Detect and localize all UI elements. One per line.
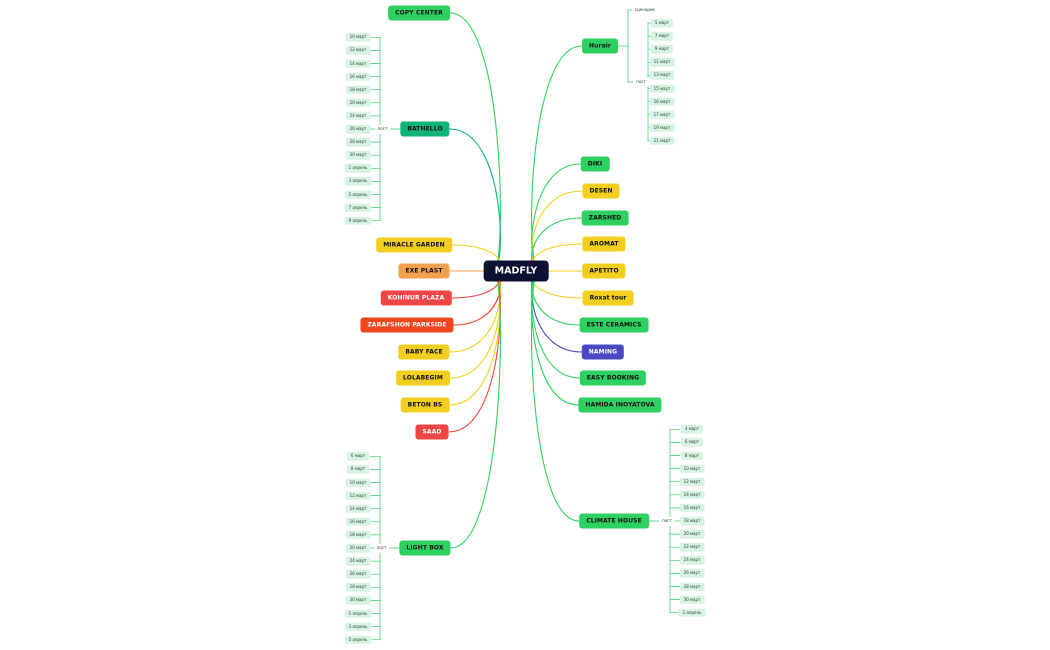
- date-leaf[interactable]: 30 март: [679, 595, 705, 604]
- date-leaf[interactable]: 8 март: [680, 451, 704, 460]
- date-leaf[interactable]: 14 март: [345, 504, 371, 513]
- branch-easy-booking[interactable]: EASY BOOKING: [579, 370, 647, 386]
- connector-line: [530, 270, 580, 406]
- date-leaf[interactable]: 18 март: [345, 530, 371, 540]
- date-leaf[interactable]: 20 март: [345, 98, 371, 108]
- date-leaf[interactable]: 14 март: [679, 490, 705, 500]
- date-leaf[interactable]: 12 март: [679, 477, 705, 486]
- branch-zarshed[interactable]: ZARSHED: [581, 210, 629, 226]
- date-leaf[interactable]: 18 март: [679, 516, 705, 526]
- branch-saad[interactable]: SAAD: [415, 424, 449, 440]
- date-leaf[interactable]: 5 апрель: [344, 190, 372, 199]
- connector-line: [531, 190, 584, 272]
- branch-baby-face[interactable]: BABY FACE: [398, 344, 450, 360]
- date-leaf[interactable]: 19 март: [649, 123, 675, 133]
- branch-diki[interactable]: DIKI: [580, 156, 610, 172]
- date-leaf[interactable]: 16 март: [345, 72, 371, 81]
- date-leaf[interactable]: 21 март: [649, 136, 675, 146]
- date-leaf[interactable]: 11 март: [649, 58, 675, 67]
- connector-line: [448, 270, 501, 353]
- date-leaf[interactable]: 12 март: [345, 46, 371, 55]
- branch-naming[interactable]: NAMING: [581, 344, 625, 360]
- date-leaf[interactable]: 24 март: [345, 111, 371, 121]
- date-leaf[interactable]: 5 апрель: [344, 635, 372, 644]
- date-leaf[interactable]: 18 март: [345, 85, 371, 94]
- date-leaf[interactable]: 26 март: [345, 569, 371, 579]
- branch-light-box[interactable]: LIGHT BOX: [399, 540, 451, 556]
- connector-line: [531, 270, 583, 353]
- branch-kohinur-plaza[interactable]: KOHINUR PLAZA: [380, 290, 452, 306]
- date-leaf[interactable]: 9 апрель: [344, 216, 372, 225]
- date-leaf[interactable]: 7 март: [650, 31, 674, 41]
- date-leaf[interactable]: 30 март: [345, 596, 371, 605]
- post-label[interactable]: пост: [373, 543, 390, 553]
- connector-line: [448, 270, 501, 406]
- branch-aromat[interactable]: AROMAT: [582, 236, 626, 252]
- branch-desen[interactable]: DESEN: [582, 183, 620, 199]
- connector-line: [531, 163, 582, 272]
- branch-climate-house[interactable]: CLIMATE HOUSE: [579, 513, 649, 529]
- date-leaf[interactable]: 10 март: [345, 478, 371, 487]
- date-leaf[interactable]: 20 март: [345, 543, 371, 553]
- date-leaf[interactable]: 22 март: [679, 542, 705, 552]
- branch-exe-plast[interactable]: EXE PLAST: [398, 263, 450, 279]
- date-leaf[interactable]: 20 март: [679, 529, 705, 539]
- post-label[interactable]: пост: [374, 124, 391, 134]
- date-leaf[interactable]: 28 март: [345, 137, 371, 147]
- date-leaf[interactable]: 1 апрель: [344, 609, 372, 618]
- branch-este-ceramics[interactable]: ESTE CERAMICS: [579, 317, 649, 333]
- date-leaf[interactable]: 16 март: [679, 503, 705, 513]
- branch-copy-center[interactable]: COPY CENTER: [388, 5, 450, 21]
- date-leaf[interactable]: 3 апрель: [344, 622, 372, 631]
- date-leaf[interactable]: 6 март: [680, 438, 704, 447]
- date-leaf[interactable]: 5 март: [650, 18, 674, 28]
- branch-hurair[interactable]: Hurair: [582, 38, 618, 54]
- date-leaf[interactable]: 1 апрель: [678, 608, 706, 617]
- branch-lolabegim[interactable]: LOLABEGIM: [396, 370, 450, 386]
- date-leaf[interactable]: 16 март: [345, 517, 371, 527]
- date-leaf[interactable]: 16 март: [649, 97, 675, 106]
- date-leaf[interactable]: 17 март: [649, 110, 675, 119]
- connector-line: [531, 45, 583, 272]
- date-leaf[interactable]: 4 март: [680, 425, 704, 434]
- connector-line: [448, 128, 501, 272]
- branch-roxat-tour[interactable]: Roxat tour: [582, 290, 634, 306]
- connector-line: [530, 270, 580, 522]
- date-leaf[interactable]: 8 март: [346, 465, 370, 474]
- date-leaf[interactable]: 28 март: [345, 583, 371, 592]
- date-leaf[interactable]: 15 март: [649, 84, 675, 93]
- date-leaf[interactable]: 14 март: [345, 59, 371, 68]
- branch-miracle-garden[interactable]: MIRACLE GARDEN: [376, 237, 452, 253]
- date-leaf[interactable]: 13 март: [649, 71, 675, 80]
- center-node-madfly[interactable]: MADFLY: [483, 260, 549, 282]
- branch-batello[interactable]: BATHELLO: [400, 121, 450, 137]
- date-leaf[interactable]: 30 март: [345, 150, 371, 160]
- date-leaf[interactable]: 7 апрель: [344, 203, 372, 212]
- date-leaf[interactable]: 26 март: [679, 569, 705, 578]
- branch-apetito[interactable]: APETITO: [582, 263, 626, 279]
- connector-line: [449, 270, 501, 549]
- date-leaf[interactable]: 24 март: [679, 556, 705, 565]
- date-leaf[interactable]: 24 март: [345, 556, 371, 566]
- date-leaf[interactable]: 9 март: [650, 44, 674, 54]
- date-leaf[interactable]: 28 март: [679, 582, 705, 591]
- date-leaf[interactable]: 10 март: [345, 33, 371, 42]
- branch-hamida-inoyatova[interactable]: HAMIDA INOYATOVA: [578, 397, 662, 413]
- scenario-label[interactable]: сценарие: [631, 5, 659, 15]
- post-label[interactable]: пост: [659, 516, 675, 526]
- date-leaf[interactable]: 12 март: [345, 491, 371, 500]
- date-leaf[interactable]: 1 апрель: [344, 164, 372, 173]
- date-leaf[interactable]: 6 март: [346, 452, 370, 461]
- branch-zarafshon-parkside[interactable]: ZARAFSHON PARKSIDE: [360, 317, 454, 333]
- date-leaf[interactable]: 26 март: [345, 124, 371, 134]
- post-label[interactable]: пост: [633, 77, 649, 87]
- date-leaf[interactable]: 3 апрель: [344, 177, 372, 186]
- date-leaf[interactable]: 10 март: [679, 464, 705, 473]
- branch-beton-bs[interactable]: BETON BS: [400, 397, 450, 413]
